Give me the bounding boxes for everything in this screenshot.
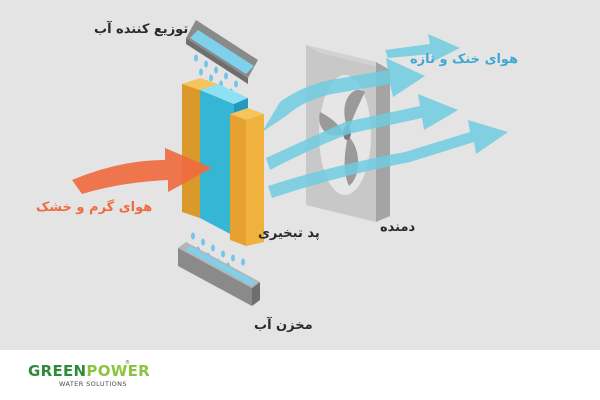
water-drop-icon bbox=[221, 250, 225, 258]
water-distributor-trough bbox=[186, 20, 258, 84]
pad-core-side bbox=[200, 90, 234, 236]
water-reservoir bbox=[178, 242, 260, 306]
fan-housing-edge bbox=[376, 62, 390, 222]
reservoir-water bbox=[186, 246, 256, 286]
label-water-reservoir: مخزن آب bbox=[254, 318, 313, 333]
evaporative-pad bbox=[182, 78, 264, 246]
pad-frame-right-front bbox=[246, 114, 264, 246]
label-evaporative-pad: پد تبخیری bbox=[258, 226, 320, 241]
pad-frame-left-side bbox=[182, 84, 200, 218]
water-drop-icon bbox=[234, 80, 238, 88]
reservoir-end bbox=[252, 282, 260, 306]
trough-water bbox=[190, 30, 254, 74]
arrow-icon bbox=[262, 58, 425, 132]
water-drop-icon bbox=[214, 66, 218, 74]
label-cool-fresh-air: هوای خنک و تازه bbox=[410, 52, 519, 67]
footer-bar bbox=[0, 350, 600, 400]
pad-frame-right-top bbox=[230, 108, 264, 120]
water-drop-icon bbox=[241, 258, 245, 266]
water-drop-icon bbox=[231, 254, 235, 262]
arrow-icon bbox=[266, 94, 458, 170]
logo-name-part2: POWER bbox=[86, 362, 151, 380]
water-drop-icon bbox=[201, 238, 205, 246]
logo-tagline: WATER SOLUTIONS bbox=[59, 380, 127, 388]
hot-air-arrow-icon bbox=[72, 148, 212, 194]
pad-frame-right-side bbox=[230, 114, 246, 246]
logo-registered-mark: ® bbox=[125, 360, 130, 366]
water-drop-icon bbox=[204, 60, 208, 68]
water-drop-icon bbox=[199, 68, 203, 76]
water-drop-icon bbox=[211, 244, 215, 252]
reservoir-front bbox=[178, 248, 252, 306]
trough-front bbox=[186, 38, 248, 84]
logo-name-part1: GREEN bbox=[28, 362, 87, 380]
label-fan: دمنده bbox=[380, 220, 416, 235]
water-drop-icon bbox=[194, 54, 198, 62]
fan-blade-top bbox=[344, 89, 365, 128]
arrow-icon bbox=[385, 34, 460, 62]
brand-logo: GREENPOWER bbox=[28, 362, 150, 380]
arrow-icon bbox=[268, 120, 508, 198]
water-drop-icon bbox=[224, 72, 228, 80]
water-drop-icon bbox=[191, 232, 195, 240]
label-water-distributor: توزیع کننده آب bbox=[94, 22, 189, 37]
water-drop-icon bbox=[209, 74, 213, 82]
fan-housing-top bbox=[306, 45, 390, 70]
cool-air-arrows bbox=[262, 34, 508, 198]
label-hot-dry-air: هوای گرم و خشک bbox=[36, 200, 153, 215]
evaporative-cooler-illustration bbox=[72, 20, 508, 306]
pad-core-top bbox=[200, 84, 248, 104]
